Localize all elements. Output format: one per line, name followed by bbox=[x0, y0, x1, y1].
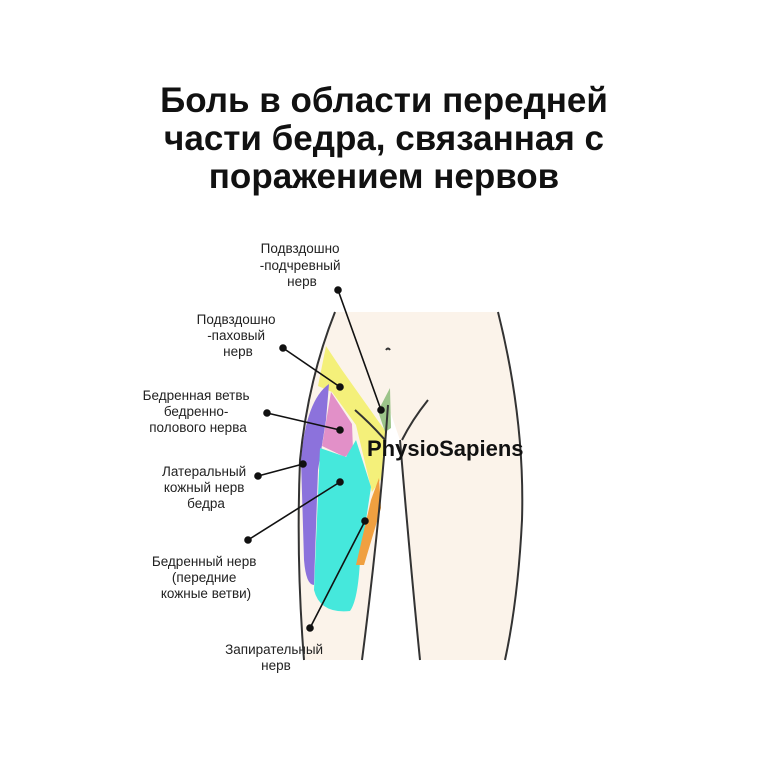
page-title: Боль в области передней части бедра, свя… bbox=[0, 82, 768, 196]
label-ilioinguinal: Подвздошно -паховый нерв bbox=[197, 312, 280, 359]
region-ilioinguinal bbox=[318, 346, 386, 492]
title-line: части бедра, связанная с bbox=[164, 119, 604, 158]
label-obturator: Запирательный нерв bbox=[225, 642, 327, 673]
title-line: поражением нервов bbox=[208, 157, 560, 196]
region-genitofemoral bbox=[322, 392, 353, 457]
region-lateral-cutaneous bbox=[301, 384, 329, 585]
brand-watermark: PhysioSapiens bbox=[367, 436, 524, 461]
title-line: Боль в области передней bbox=[160, 81, 608, 120]
leg-outlines bbox=[297, 311, 524, 661]
label-iliohypogastric: Подвздошно -подчревный нерв bbox=[260, 241, 345, 289]
region-femoral bbox=[314, 440, 371, 612]
leader-lines bbox=[244, 286, 385, 632]
label-femoral: Бедренный нерв (передние кожные ветви) bbox=[152, 554, 260, 601]
label-lateral-cutaneous: Латеральный кожный нерв бедра bbox=[162, 464, 250, 511]
label-genitofemoral: Бедренная ветвь бедренно- полового нерва bbox=[143, 388, 254, 435]
